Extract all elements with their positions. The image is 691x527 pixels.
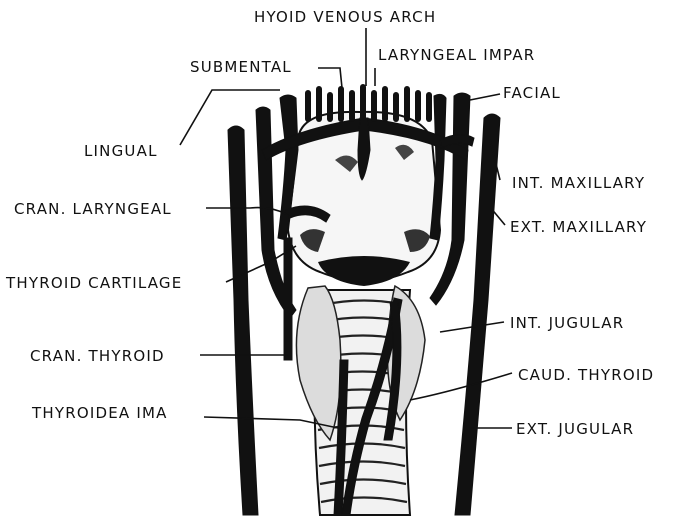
label-int-maxillary: INT. MAXILLARY: [512, 174, 645, 192]
label-cran-laryngeal: CRAN. LARYNGEAL: [14, 200, 172, 218]
label-ext-jugular: EXT. JUGULAR: [516, 420, 634, 438]
label-lingual: LINGUAL: [84, 142, 158, 160]
label-int-jugular: INT. JUGULAR: [510, 314, 624, 332]
label-cran-thyroid: CRAN. THYROID: [30, 347, 165, 365]
label-laryngeal-impar: LARYNGEAL IMPAR: [378, 46, 535, 64]
label-hyoid-venous-arch: HYOID VENOUS ARCH: [254, 8, 436, 26]
label-submental: SUBMENTAL: [190, 58, 292, 76]
label-facial: FACIAL: [503, 84, 561, 102]
label-thyroid-cartilage: THYROID CARTILAGE: [5, 274, 182, 292]
label-thyroidea-ima: THYROIDEA IMA: [31, 404, 168, 422]
label-caud-thyroid: CAUD. THYROID: [518, 366, 654, 384]
label-ext-maxillary: EXT. MAXILLARY: [510, 218, 647, 236]
